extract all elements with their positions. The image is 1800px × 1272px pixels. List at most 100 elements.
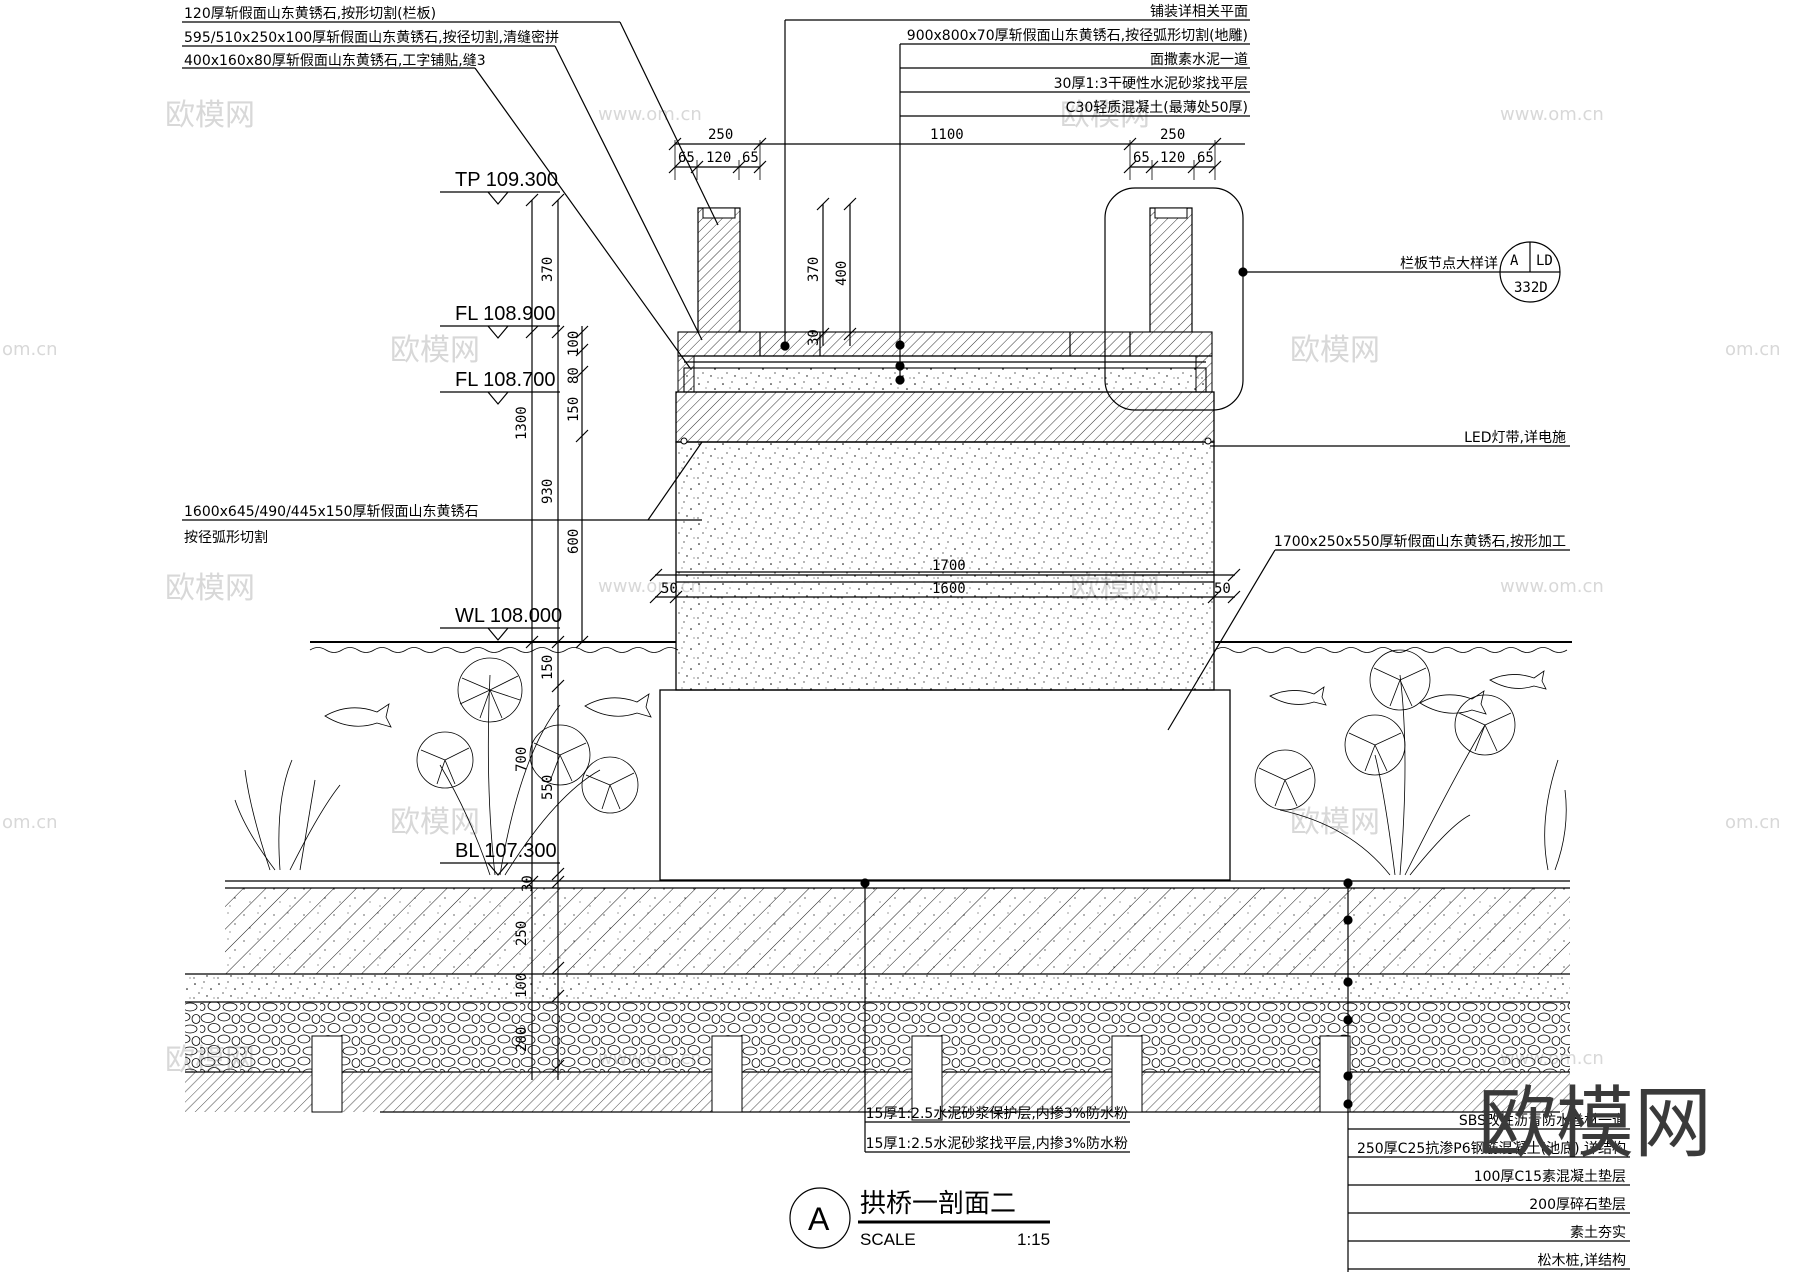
dim-v-100-floor: 100 [514,973,530,998]
watermark-corner-logo: 欧模网 [1478,1079,1712,1169]
vertical-dimensions: 370 1300 930 100 80 150 600 150 700 550 … [514,193,857,1080]
callout-protection-layer: 15厚1:2.5水泥砂浆保护层,内掺3%防水粉 [866,1105,1128,1122]
callout-mortar: 30厚1:3干硬性水泥砂浆找平层 [1054,76,1248,92]
left-parapet [697,207,741,332]
level-tp: TP 109.300 [455,169,558,191]
callout-soil: 素土夯实 [1570,1225,1626,1241]
width-dimensions: 1700 1600 50 50 [649,558,1241,604]
fish-decoration [324,670,1547,728]
detail-ref-letter: A [1510,253,1519,269]
dim-v-center-400: 400 [834,261,850,286]
level-markers: TP 109.300 FL 108.900 FL 108.700 WL 108.… [440,169,562,876]
dim-width-50-left: 50 [661,581,678,597]
watermark-brand: 欧模网 [390,805,480,840]
detail-ref-sheet: LD [1536,253,1553,269]
callouts-left: 120厚斩假面山东黄锈石,按形切割(栏板) 595/510x250x100厚斩假… [184,5,559,546]
callout-waterproof: SBS改性沥青防水卷材一道 [1459,1113,1626,1129]
dim-width-1700: 1700 [932,558,966,574]
leader-lines [182,19,1630,1272]
paving-layer [677,331,1213,357]
title-letter: A [808,1201,830,1237]
watermark-url: om.cn [2,812,58,833]
callout-paving-ref: 铺装详相关平面 [1150,4,1248,20]
concrete-fill [683,367,1207,393]
callout-piles: 松木桩,详结构 [1538,1252,1626,1269]
top-dimensions: 250 65 120 65 1100 250 65 120 65 [668,127,1245,180]
detail-reference-symbol: A LD 332D [1499,241,1561,303]
right-parapet [1149,207,1193,332]
detail-highlight-outline [1104,187,1244,411]
bridge-structure [659,207,1231,881]
pool-floor-layers [185,880,1570,1121]
arch-stone-block [675,441,1215,691]
watermark-url: om.cn [2,339,58,360]
title-circle [789,1187,851,1249]
dim-v-1300: 1300 [514,406,530,440]
callout-arch-block-2: 按径弧形切割 [184,529,268,546]
watermark-brand: 欧模网 [165,98,255,133]
foundation-block [659,689,1231,881]
water-surface [309,641,1572,653]
drawing-title: A 拱桥一剖面二 SCALE 1:15 [789,1187,1050,1249]
dim-right-250: 250 [1160,127,1185,143]
watermark-brand: 欧模网 [165,571,255,606]
dim-width-1600: 1600 [932,581,966,597]
callouts-right: 铺装详相关平面 900x800x70厚斩假面山东黄锈石,按径弧形切割(地雕) 面… [907,4,1566,550]
dim-right-65b: 65 [1197,150,1214,166]
watermark-url: www.om.cn [1500,104,1604,125]
callout-base-block: 1700x250x550厚斩假面山东黄锈石,按形加工 [1274,533,1566,550]
callout-arch-block-1: 1600x645/490/445x150厚斩假面山东黄锈石 [184,503,479,520]
detail-ref-number: 332D [1514,280,1548,296]
callout-led: LED灯带,详电施 [1464,430,1566,446]
callout-coping: 595/510x250x100厚斩假面山东黄锈石,按径切割,清缝密拼 [184,29,559,46]
watermark-brand: 欧模网 [1290,805,1380,840]
dim-right-65a: 65 [1133,150,1150,166]
level-bl: BL 107.300 [455,840,557,862]
dim-v-200: 200 [514,1027,530,1052]
dim-v-250: 250 [514,921,530,946]
callout-gravel: 200厚碎石垫层 [1529,1197,1626,1213]
dim-v-150-water: 150 [540,655,556,680]
callout-leveling-layer: 15厚1:2.5水泥砂浆找平层,内掺3%防水粉 [866,1135,1128,1152]
watermark-brand: 欧模网 [1290,333,1380,368]
title-scale-value: 1:15 [1017,1230,1050,1249]
dim-left-65b: 65 [742,150,759,166]
watermark-url: om.cn [1725,339,1781,360]
dim-v-center-370: 370 [806,257,822,282]
dim-v-center-30: 30 [806,329,822,346]
dim-mid-1100: 1100 [930,127,964,143]
dim-left-120: 120 [706,150,731,166]
level-fl-108700: FL 108.700 [455,369,555,391]
dim-left-250: 250 [708,127,733,143]
aquatic-plants-right [1254,649,1567,876]
callout-concrete: C30轻质混凝土(最薄处50厚) [1066,100,1248,116]
aquatic-plants-left [234,657,639,876]
dim-v-700: 700 [514,747,530,772]
dim-v-100: 100 [566,331,582,356]
callouts-bottom: 15厚1:2.5水泥砂浆保护层,内掺3%防水粉 15厚1:2.5水泥砂浆找平层,… [866,1105,1626,1269]
dim-right-120: 120 [1160,150,1185,166]
callout-curb-stone: 400x160x80厚斩假面山东黄锈石,工字铺贴,缝3 [184,52,486,69]
title-name: 拱桥一剖面二 [860,1189,1016,1219]
detail-ref-label: 栏板节点大样详 [1400,256,1498,272]
arch-cap-stone [675,391,1215,443]
dim-v-30: 30 [520,875,536,892]
watermark-brand: 欧模网 [390,333,480,368]
dim-v-550: 550 [540,775,556,800]
callout-paving-stone: 900x800x70厚斩假面山东黄锈石,按径弧形切割(地雕) [907,27,1248,44]
callout-blinding: 100厚C15素混凝土垫层 [1474,1169,1626,1185]
dim-width-50-right: 50 [1214,581,1231,597]
callout-cement: 面撒素水泥一道 [1150,52,1248,68]
title-scale-label: SCALE [860,1230,916,1249]
level-fl-108900: FL 108.900 [455,303,555,325]
dim-v-80: 80 [566,367,582,384]
dim-left-65a: 65 [678,150,695,166]
dim-v-370: 370 [540,257,556,282]
dim-v-150: 150 [566,397,582,422]
level-wl: WL 108.000 [455,605,562,627]
callout-parapet: 120厚斩假面山东黄锈石,按形切割(栏板) [184,5,436,22]
watermark-url: www.om.cn [1500,576,1604,597]
watermark-url: www.om.cn [598,104,702,125]
callout-slab: 250厚C25抗渗P6钢筋混凝土(池底),详结构 [1357,1140,1626,1157]
